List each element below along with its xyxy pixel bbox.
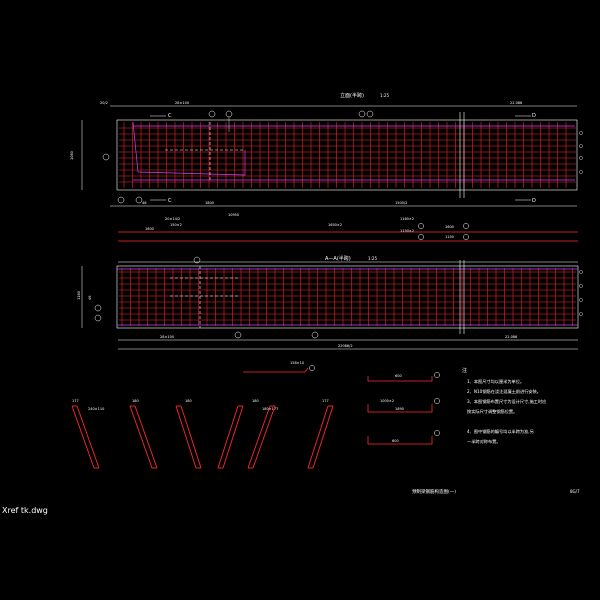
dim-elev-bottom-b: 1500/2 xyxy=(395,201,407,205)
dim-sec-bottom-a: 28×100 xyxy=(160,335,174,339)
detail-3-top: 180 xyxy=(185,399,192,403)
sheet-number: 8G/7 xyxy=(570,489,580,494)
hook-bar-details: 600 1000×2 1890 600 xyxy=(367,372,440,445)
note-4: 4、图中钢筋的编号均以半跨为准,另 xyxy=(467,428,534,435)
dim-top-right: 22.086 xyxy=(510,101,522,105)
elevation-right-callouts xyxy=(579,131,583,174)
dim-sec-side-b: 46 xyxy=(88,296,92,300)
dim-elev-bottom-c: 46 xyxy=(142,201,146,205)
note-4b: 一半跨对称布置。 xyxy=(467,438,501,445)
dim-sec-side: 1180 xyxy=(77,291,81,300)
rebar-label-3: 10950 xyxy=(228,213,239,217)
detail-1-top: 177 xyxy=(72,399,79,403)
elevation-beam-outline xyxy=(116,119,578,191)
dim-top-left: 20/2 xyxy=(100,101,108,105)
detail-4-mid: 180×177 xyxy=(262,407,278,411)
section-right-callouts xyxy=(579,270,583,316)
section-rebar-grid xyxy=(119,268,576,326)
detail-1-mid: 240×110 xyxy=(88,407,104,411)
section-view: A—A(半跨) 1:25 1180 46 28×100 22.086 22086… xyxy=(77,255,583,350)
detail-2-top: 180 xyxy=(132,399,139,403)
section-title: A—A(半跨) xyxy=(325,255,351,262)
dim-top-mid: 28×100 xyxy=(175,101,189,105)
note-1: 1、本图尺寸均以厘米为单位。 xyxy=(467,378,524,385)
marker-c-bottom: C xyxy=(168,198,172,204)
marker-d-bottom: D xyxy=(532,198,536,204)
rebar-label-4: 1650×2 xyxy=(328,223,342,227)
elevation-title: 立面(半跨) xyxy=(340,92,364,99)
note-2: 2、N10钢筋在浇注混凝土前进行安装。 xyxy=(467,388,541,395)
hook-c-label: 1890 xyxy=(395,407,404,411)
elevation-rebar-grid xyxy=(119,122,576,188)
note-3b: 按实际尺寸调整钢筋位置。 xyxy=(467,408,517,415)
detail-5-top: 177 xyxy=(322,399,329,403)
bar-top-label: 158×10 xyxy=(290,361,304,365)
detail-4-top: 180 xyxy=(252,399,259,403)
section-beam-outline xyxy=(116,265,579,329)
notes-block: 注 1、本图尺寸均以厘米为单位。 2、N10钢筋在浇注混凝土前进行安装。 3、本… xyxy=(462,367,546,445)
section-scale: 1:25 xyxy=(368,256,377,261)
rebar-label-7: 1150×2 xyxy=(400,229,414,233)
dim-sec-bottom-total: 22086/2 xyxy=(338,344,353,348)
hook-d-label: 600 xyxy=(392,439,399,443)
notes-heading: 注 xyxy=(462,367,467,374)
hook-b-label: 1000×2 xyxy=(380,399,394,403)
elevation-scale: 1:25 xyxy=(380,93,389,98)
rebar-label-6: 1600 xyxy=(445,225,454,229)
dim-sec-bottom-b: 22.086 xyxy=(505,335,517,339)
diagonal-stirrup-details: 177 240×110 180 180 180 180×177 177 xyxy=(71,399,334,469)
elevation-view: 立面(半跨) 1:25 20/2 28×100 22.086 C C D D xyxy=(70,92,583,207)
rebar-label-2: 150×2 xyxy=(170,223,182,227)
drawing-title: 预制梁钢筋构造图(一) xyxy=(412,488,456,495)
rebar-label-9: 1150 xyxy=(445,235,454,239)
bar-detail-small: 158×10 xyxy=(243,361,315,373)
marker-d-top: D xyxy=(532,113,536,119)
note-3: 3、本图钢筋布置尺寸为设计尺寸,施工时应 xyxy=(467,398,546,405)
rebar-bar-schedule: 20×14/2 150×2 10950 1650×2 1160×2 1600 1… xyxy=(118,213,578,242)
dim-elev-side: 1080 xyxy=(70,151,74,160)
hook-a-label: 600 xyxy=(395,374,402,378)
rebar-label-8: 1800 xyxy=(145,227,154,231)
marker-c-top: C xyxy=(168,113,172,119)
xref-label: Xref tk.dwg xyxy=(2,506,48,515)
dim-elev-bottom-a: 1800 xyxy=(205,201,214,205)
rebar-label-1: 20×14/2 xyxy=(165,217,180,221)
rebar-label-5: 1160×2 xyxy=(400,217,414,221)
